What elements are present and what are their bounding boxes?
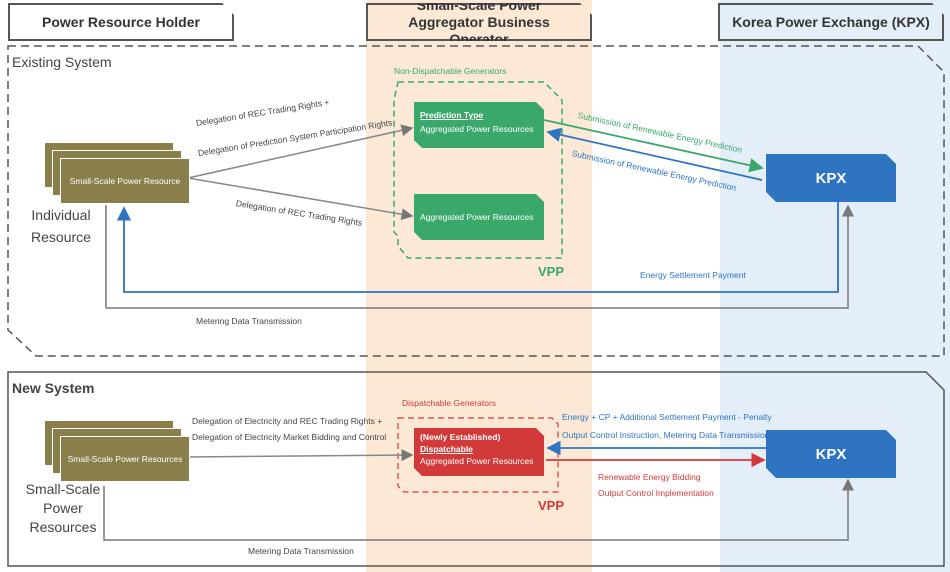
aggregated-resources-label: Aggregated Power Resources (420, 212, 534, 222)
new-resource-label: Small-Scale Power Resources (67, 454, 183, 464)
existing-system-title: Existing System (12, 54, 112, 70)
header-kpx: Korea Power Exchange (KPX) (718, 3, 944, 41)
output-control-instruction-label: Output Control Instruction, Metering Dat… (562, 430, 770, 440)
non-dispatchable-label: Non-Dispatchable Generators (394, 66, 507, 76)
aggregated-resources-box: Aggregated Power Resources (414, 194, 544, 240)
dispatchable-box: (Newly Established) Dispatchable Aggrega… (414, 428, 544, 476)
existing-kpx-label: KPX (815, 169, 847, 187)
energy-cp-label: Energy + CP + Additional Settlement Paym… (562, 412, 772, 422)
output-control-implementation-label: Output Control Implementation (598, 488, 714, 498)
header-aggregator: Small-Scale Power Aggregator Business Op… (366, 3, 592, 41)
existing-vpp-label: VPP (538, 264, 565, 279)
new-vpp-label: VPP (538, 498, 565, 513)
header-kpx-text: Korea Power Exchange (KPX) (732, 13, 930, 30)
header-power-resource-holder: Power Resource Holder (8, 3, 234, 41)
new-delegation-line-2: Delegation of Electricity Market Bidding… (192, 432, 387, 442)
dispatchable-label: Dispatchable (420, 444, 473, 454)
dispatchable-group-label: Dispatchable Generators (402, 398, 497, 408)
prediction-type-title: Prediction Type (420, 110, 484, 120)
prediction-agg-label: Aggregated Power Resources (420, 124, 534, 134)
renewable-bidding-label: Renewable Energy Bidding (598, 472, 701, 482)
energy-settlement-label: Energy Settlement Payment (640, 270, 746, 280)
existing-resource-label: Small-Scale Power Resource (69, 176, 181, 186)
newly-established-label: (Newly Established) (420, 432, 501, 442)
dispatchable-agg-label: Aggregated Power Resources (420, 456, 534, 466)
new-system-title: New System (12, 380, 95, 396)
new-resources-big-text: Small-Scale Power Resources (25, 481, 101, 535)
prediction-type-box: Prediction Type Aggregated Power Resourc… (414, 102, 544, 148)
new-delegation-line-1: Delegation of Electricity and REC Tradin… (192, 416, 383, 426)
new-kpx-box: KPX (766, 430, 896, 478)
new-resources-big-label: Small-Scale Power Resources (20, 480, 106, 537)
header-holder-text: Power Resource Holder (42, 13, 200, 30)
existing-kpx-box: KPX (766, 154, 896, 202)
existing-metering-label: Metering Data Transmission (196, 316, 302, 326)
individual-resource-label: Individual Resource (31, 207, 91, 245)
existing-resource-box: Small-Scale Power Resource (60, 158, 190, 204)
aggregator-column-bg (366, 0, 592, 572)
new-kpx-label: KPX (815, 445, 847, 463)
new-resource-box: Small-Scale Power Resources (60, 436, 190, 482)
new-metering-label: Metering Data Transmission (248, 546, 354, 556)
